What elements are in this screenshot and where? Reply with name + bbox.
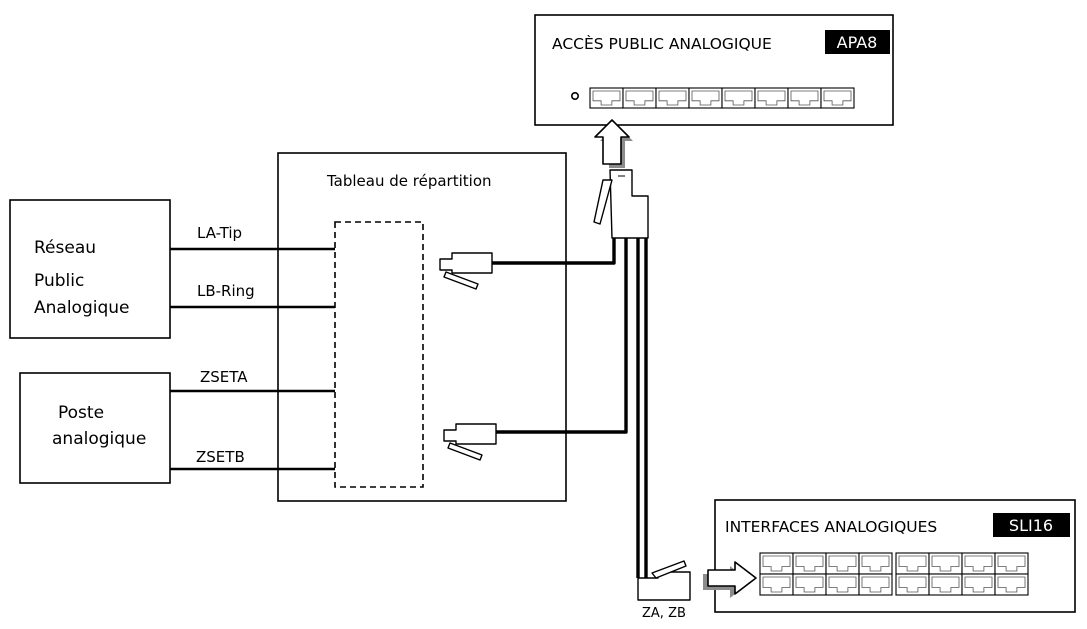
sli16-plug-body — [637, 571, 691, 601]
sli16-port-15 — [961, 573, 996, 596]
public-network-line-3: Analogique — [34, 298, 129, 318]
sli16-arrow-right-icon — [707, 561, 757, 595]
apa8-port-6 — [754, 87, 789, 109]
distribution-board-frame — [277, 152, 567, 502]
apa8-arrow-up-icon — [594, 119, 630, 165]
distribution-board-title: Tableau de répartition — [326, 172, 492, 190]
apa8-title: ACCÈS PUBLIC ANALOGIQUE — [552, 34, 772, 53]
sli16-rj45-plug: ZA, ZB — [637, 560, 691, 621]
upper-plug-body — [439, 252, 493, 274]
sli16-module: INTERFACES ANALOGIQUES SLI16 — [714, 499, 1076, 613]
upper-plug-latch — [443, 271, 479, 290]
public-network-line-2: Public — [34, 271, 84, 291]
apa8-rj45-plug — [593, 169, 649, 239]
apa8-port-5 — [721, 87, 756, 109]
board-rj45-plug-upper — [439, 252, 493, 290]
wire-label-lb-ring: LB-Ring — [197, 282, 255, 300]
analog-phone-frame — [19, 372, 171, 484]
public-network-frame — [9, 199, 171, 339]
board-rj45-plug-lower — [443, 423, 497, 461]
sli16-port-3 — [825, 552, 860, 575]
sli16-insert-arrow — [703, 561, 757, 598]
apa8-plug-latch — [593, 179, 613, 225]
sli16-port-14 — [928, 573, 963, 596]
apa8-module: ACCÈS PUBLIC ANALOGIQUE APA8 — [534, 14, 894, 126]
apa8-insert-arrow — [594, 119, 633, 168]
sli16-port-9 — [759, 573, 794, 596]
public-network-line-1: Réseau — [34, 238, 96, 258]
apa8-port-1 — [589, 87, 624, 109]
apa8-badge-background — [825, 30, 890, 54]
apa8-port-8 — [820, 87, 855, 109]
apa8-plug-body — [609, 169, 649, 239]
sli16-port-12 — [858, 573, 893, 596]
sli16-port-5 — [895, 552, 930, 575]
sli16-port-8 — [994, 552, 1029, 575]
apa8-port-2 — [622, 87, 657, 109]
lower-plug-latch — [447, 442, 483, 461]
cable-apa8-to-board-upper — [492, 238, 616, 265]
apa8-led-indicator — [570, 92, 579, 101]
sli16-port-4 — [858, 552, 893, 575]
apa8-port-4 — [688, 87, 723, 109]
sli16-port-10 — [792, 573, 827, 596]
sli16-port-grid — [759, 552, 1029, 596]
analog-phone-box: Poste analogique — [19, 372, 171, 484]
apa8-port-7 — [787, 87, 822, 109]
sli16-badge: SLI16 — [1009, 516, 1053, 535]
wire-group: LA-Tip LB-Ring ZSETA ZSETB — [170, 224, 335, 471]
distribution-board: Tableau de répartition — [277, 152, 567, 502]
wire-label-zsetb: ZSETB — [196, 448, 245, 466]
analog-phone-line-2: analogique — [52, 429, 146, 449]
apa8-port-3 — [655, 87, 690, 109]
sli16-port-6 — [928, 552, 963, 575]
sli16-port-11 — [825, 573, 860, 596]
apa8-port-row — [589, 87, 855, 109]
cable-apa8-to-board-lower — [496, 238, 628, 434]
wire-label-la-tip: LA-Tip — [197, 224, 242, 242]
sli16-plug-latch — [651, 560, 687, 579]
sli16-port-13 — [895, 573, 930, 596]
sli16-badge-background — [993, 513, 1070, 537]
public-network-box: Réseau Public Analogique — [9, 199, 171, 339]
distribution-block — [334, 221, 424, 488]
wire-label-zseta: ZSETA — [200, 368, 248, 386]
analog-phone-line-1: Poste — [58, 403, 104, 423]
sli16-port-2 — [792, 552, 827, 575]
sli16-port-16 — [994, 573, 1029, 596]
cable-group — [492, 238, 648, 578]
sli16-port-7 — [961, 552, 996, 575]
lower-plug-body — [443, 423, 497, 445]
sli16-port-1 — [759, 552, 794, 575]
connector-label: ZA, ZB — [642, 606, 686, 621]
sli16-title: INTERFACES ANALOGIQUES — [725, 518, 937, 536]
apa8-badge: APA8 — [837, 33, 878, 52]
